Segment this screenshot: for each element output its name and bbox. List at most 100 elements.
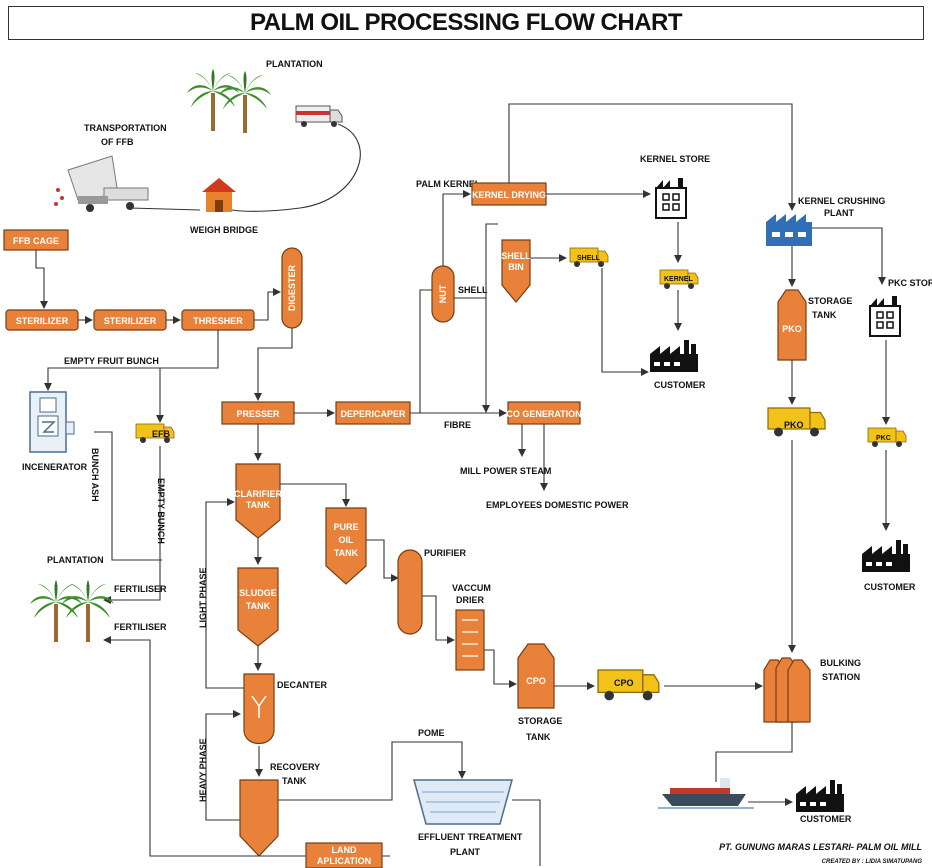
plantation-top-label: PLANTATION [266, 59, 323, 69]
shell-label: SHELL [458, 285, 488, 295]
incinerator-icon [29, 391, 75, 453]
palm-kernel-label: PALM KERNEL [416, 179, 481, 189]
shell-bin-feed [485, 223, 498, 298]
purifier-label: PURIFIER [424, 548, 467, 558]
pure-oil-label-1: PURE [333, 522, 358, 532]
incenerator-label: INCENERATOR [22, 462, 88, 472]
sludge-label-1: SLUDGE [239, 588, 277, 598]
bulking-label-2: STATION [822, 672, 860, 682]
pure-oil-label-2: OIL [339, 535, 355, 545]
arrow-cage-steril [35, 250, 48, 309]
pko-storage-tank [777, 289, 807, 361]
fertiliser-2-label: FERTILISER [114, 622, 167, 632]
dump-truck-icon [54, 155, 149, 212]
bulking-station-tanks [763, 657, 811, 723]
effluent-out-line [512, 799, 541, 866]
land-label-2: APLICATION [317, 856, 371, 866]
arrow-drier-cpo [484, 649, 517, 688]
shell-bin-vessel [501, 239, 531, 303]
kernel-crushing-label-2: PLANT [824, 208, 854, 218]
transport-road [231, 123, 361, 212]
presser-label: PRESSER [236, 409, 280, 419]
effluent-label-2: PLANT [450, 847, 480, 857]
kernel-drying-label: KERNEL DRYING [472, 190, 546, 200]
page-title: PALM OIL PROCESSING FLOW CHART [8, 6, 924, 40]
land-label-1: LAND [332, 845, 357, 855]
employees-domestic-power-label: EMPLOYEES DOMESTIC POWER [486, 500, 629, 510]
fibre-label: FIBRE [444, 420, 471, 430]
sterilizer-1-label: STERILIZER [16, 316, 69, 326]
factory-icon [796, 780, 844, 812]
bunch-ash-label: BUNCH ASH [90, 448, 100, 502]
plantation-bottom-label: PLANTATION [47, 555, 104, 565]
shell-truck-label: SHELL [577, 255, 601, 262]
ship-icon [658, 778, 754, 809]
customer-2-label: CUSTOMER [864, 582, 916, 592]
vaccum-label-1: VACCUM [452, 583, 491, 593]
decanter-icon [251, 695, 267, 718]
cpo-storage-label-1: STORAGE [518, 716, 562, 726]
shell-bin-label-1: SHELL [501, 251, 531, 261]
heavy-phase-return [205, 710, 241, 821]
empty-bunch-label: EMPTY BUNCH [156, 478, 166, 544]
arrow-clarifier-pureoil [280, 483, 350, 507]
cpo-tank-label: CPO [526, 676, 546, 686]
arrow-thresher-digester [254, 288, 281, 321]
credit-main: PT. GUNUNG MARAS LESTARI- PALM OIL MILL [719, 842, 922, 852]
effluent-label-1: EFFLUENT TREATMENT [418, 832, 523, 842]
sludge-label-2: TANK [246, 601, 271, 611]
bulking-to-ship [715, 722, 793, 782]
arrow-nut-kernel [442, 190, 471, 266]
credit-by: CREATED BY : LIDIA SIMATUPANG [822, 859, 923, 865]
empty-fruit-bunch-label: EMPTY FRUIT BUNCH [64, 356, 159, 366]
light-phase-label: LIGHT PHASE [198, 567, 208, 628]
bulking-label-1: BULKING [820, 658, 861, 668]
arrow-digester-presser [254, 328, 293, 401]
light-phase-return [205, 498, 244, 689]
pkc-truck-label: PKC [876, 435, 891, 442]
ffb-cage-label: FFB CAGE [13, 236, 59, 246]
mill-power-steam-label: MILL POWER STEAM [460, 466, 551, 476]
nut-label: NUT [438, 284, 448, 303]
vaccum-label-2: DRIER [456, 595, 485, 605]
arrow-crushing-pkcstore [812, 227, 886, 285]
arrow-pureoil-purifier [366, 539, 399, 582]
fertiliser-1-label: FERTILISER [114, 584, 167, 594]
cpo-storage-tank [517, 643, 555, 709]
clarifier-tank [235, 463, 281, 539]
truck-icon [295, 105, 343, 127]
cpo-storage-label-2: TANK [526, 732, 551, 742]
palm-tree-icon [30, 580, 114, 642]
clarifier-label-1: CLARIFIER [234, 489, 282, 499]
cpo-truck-label: CPO [614, 678, 634, 688]
pure-oil-label-3: TANK [334, 548, 359, 558]
digester-label: DIGESTER [287, 265, 297, 312]
efb-truck-label: EFB [152, 429, 171, 439]
vaccum-drier-vessel [455, 609, 485, 671]
pure-oil-tank [325, 507, 367, 585]
factory-icon [862, 540, 910, 572]
decanter-label: DECANTER [277, 680, 328, 690]
factory-icon [655, 177, 687, 219]
effluent-plant-basin [413, 779, 513, 825]
palm-tree-icon [187, 69, 271, 133]
bunch-ash-line [94, 431, 162, 561]
pome-label: POME [418, 728, 445, 738]
thresher-label: THRESHER [193, 316, 243, 326]
house-icon [202, 178, 236, 212]
arrow-thresher-incenerator [44, 330, 219, 391]
depericaper-label: DEPERICAPER [340, 409, 406, 419]
customer-1-label: CUSTOMER [654, 380, 706, 390]
pko-storage-label-2: TANK [812, 310, 837, 320]
arrow-recovery-pome [278, 741, 466, 801]
road-to-weighbridge [129, 207, 201, 211]
kernel-truck-label: KERNEL [664, 276, 694, 283]
recovery-label-1: RECOVERY [270, 762, 320, 772]
land-aplication-box [305, 842, 383, 868]
customer-3-label: CUSTOMER [800, 814, 852, 824]
arrow-land-plantation [103, 636, 390, 857]
of-ffb-label: OF FFB [101, 137, 134, 147]
sludge-tank [237, 567, 279, 647]
factory-icon [869, 295, 901, 337]
arrow-kernel-crushing [508, 103, 796, 211]
